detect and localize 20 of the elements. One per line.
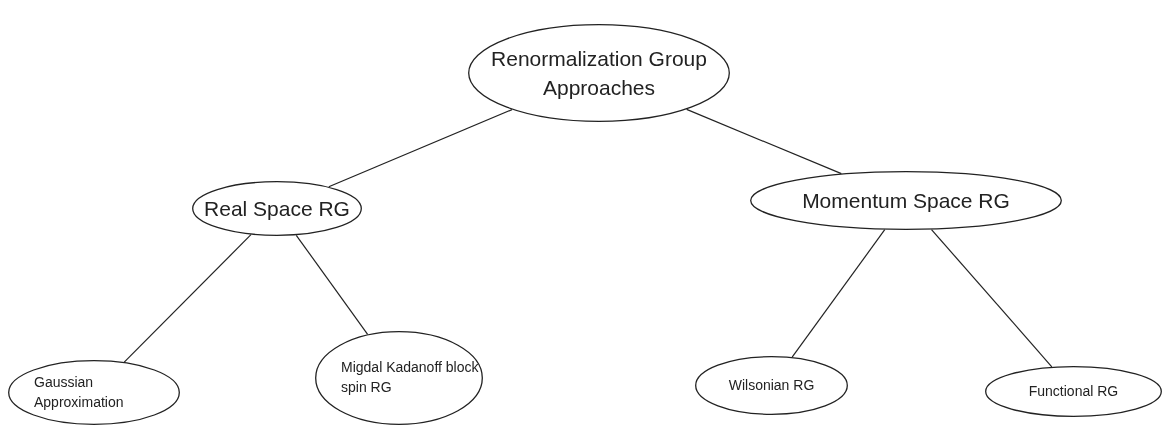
node-label: Wilsonian RG <box>728 375 815 395</box>
ellipse-node <box>985 366 1162 417</box>
connector-line <box>930 229 1053 368</box>
connector-line <box>686 108 842 175</box>
connector-line <box>123 234 252 363</box>
node-label: Migdal Kadanoff block spin RG <box>341 358 480 397</box>
ellipse-node <box>192 181 362 236</box>
ellipse-node <box>750 171 1062 230</box>
node-label: Momentum Space RG <box>802 187 1010 214</box>
ellipse-node <box>315 331 483 425</box>
ellipse-node <box>8 360 180 425</box>
ellipse-node <box>695 356 848 415</box>
connector-line <box>328 109 513 188</box>
connector-line <box>295 234 369 335</box>
node-label: Functional RG <box>1028 381 1119 401</box>
node-label: Gaussian Approximation <box>34 372 125 412</box>
connector-line <box>791 229 886 358</box>
ellipse-node <box>468 24 730 122</box>
node-label: Real Space RG <box>204 195 350 222</box>
node-label: Renormalization Group Approaches <box>490 45 708 101</box>
